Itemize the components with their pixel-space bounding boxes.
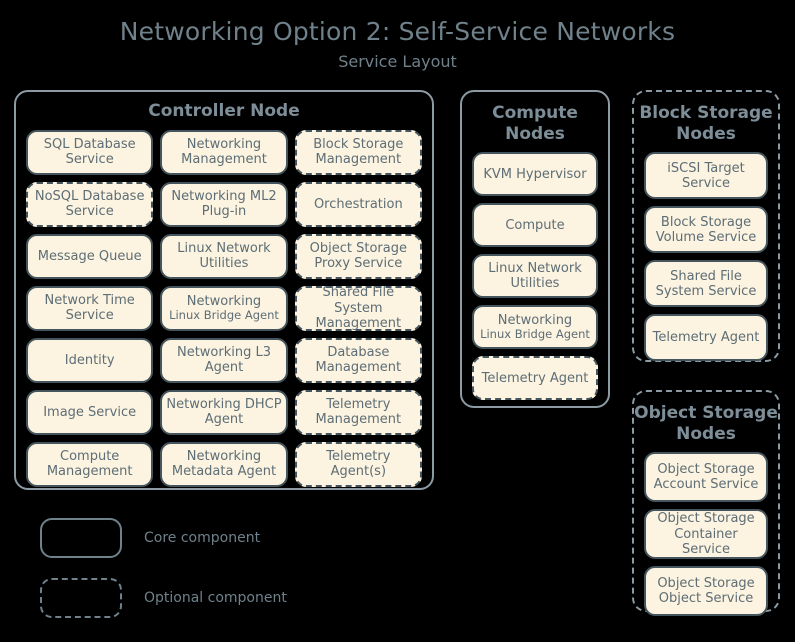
legend-core-component: Core component xyxy=(40,518,260,558)
panel-block-storage-nodes-title: Block Storage Nodes xyxy=(639,103,773,144)
service-box: Image Service xyxy=(26,389,154,435)
panel-controller-node-title: Controller Node xyxy=(148,101,300,121)
service-box: Object Storage Proxy Service xyxy=(294,233,422,279)
legend-label-optional: Optional component xyxy=(144,590,287,606)
service-box-line-2: Linux Bridge Agent xyxy=(169,308,279,323)
service-box: Compute xyxy=(472,203,598,248)
legend-optional-component: Optional component xyxy=(40,578,287,618)
service-box: SQL Database Service xyxy=(26,129,154,175)
service-box: Object Storage Account Service xyxy=(644,452,768,503)
panel-block-storage-nodes: Block Storage Nodes iSCSI Target Service… xyxy=(632,90,780,362)
page-subtitle: Service Layout xyxy=(338,51,457,71)
service-box: iSCSI Target Service xyxy=(644,152,768,200)
service-box: Object Storage Container Service xyxy=(644,509,768,560)
service-box: KVM Hypervisor xyxy=(472,152,598,197)
service-box: Message Queue xyxy=(26,233,154,279)
panel-object-storage-nodes-title: Object Storage Nodes xyxy=(634,403,778,444)
service-box-line-1: Networking xyxy=(186,293,262,309)
legend-swatch-dashed xyxy=(40,578,122,618)
page-title: Networking Option 2: Self-Service Networ… xyxy=(119,17,676,46)
panel-object-storage-nodes: Object Storage Nodes Object Storage Acco… xyxy=(632,390,780,617)
service-box: NoSQL Database Service xyxy=(26,181,154,227)
service-box: Database Management xyxy=(294,337,422,383)
service-box: Block Storage Management xyxy=(294,129,422,175)
service-box: Shared File System Service xyxy=(644,260,768,308)
legend-label-core: Core component xyxy=(144,530,261,546)
service-box: Network Time Service xyxy=(26,285,154,331)
service-box: Linux Network Utilities xyxy=(160,233,288,279)
service-box-line-1: Networking xyxy=(497,313,573,329)
service-box: Networking ML2 Plug-in xyxy=(160,181,288,227)
service-box: Compute Management xyxy=(26,441,154,487)
service-box: Identity xyxy=(26,337,154,383)
service-box: Shared File System Management xyxy=(294,285,422,331)
legend-swatch-solid xyxy=(40,518,122,558)
service-box: Networking DHCP Agent xyxy=(160,389,288,435)
service-box: Object Storage Object Service xyxy=(644,566,768,617)
service-box: Linux Network Utilities xyxy=(472,254,598,299)
panel-compute-nodes-title: Compute Nodes xyxy=(492,103,578,144)
service-box: Networking Management xyxy=(160,129,288,175)
service-box: Networking Metadata Agent xyxy=(160,441,288,487)
service-box: Networking L3 Agent xyxy=(160,337,288,383)
service-box: Telemetry Agent xyxy=(644,314,768,362)
service-box: Telemetry Agent(s) xyxy=(294,441,422,487)
service-box-line-2: Linux Bridge Agent xyxy=(480,327,590,342)
diagram-title-block: Networking Option 2: Self-Service Networ… xyxy=(0,17,795,71)
service-box: Block Storage Volume Service xyxy=(644,206,768,254)
service-box: Orchestration xyxy=(294,181,422,227)
service-box: Telemetry Management xyxy=(294,389,422,435)
service-box: Telemetry Agent xyxy=(472,356,598,401)
